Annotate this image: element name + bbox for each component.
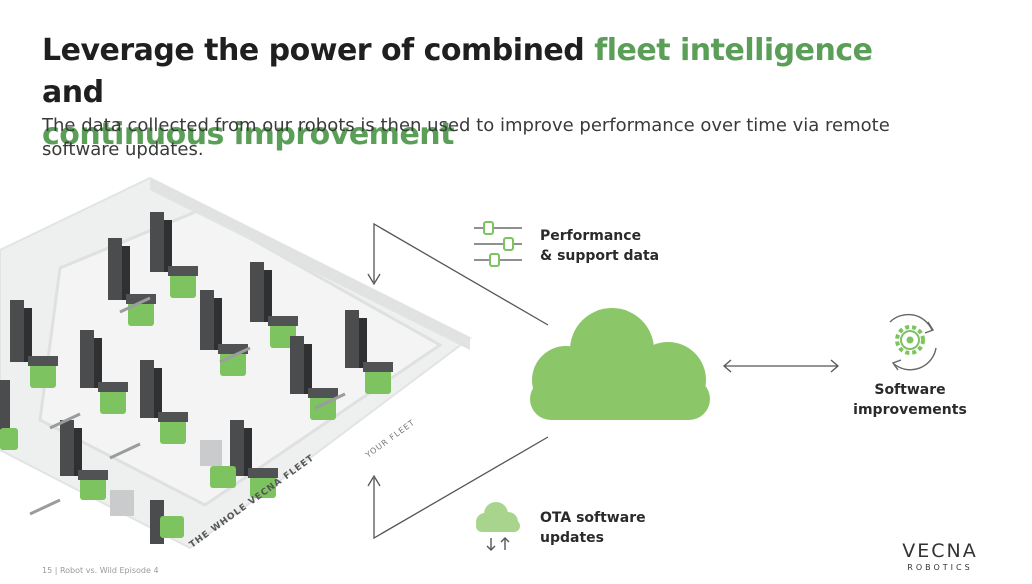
double-arrowhead-right [830, 359, 839, 373]
robot [230, 420, 278, 498]
slide-subtitle: The data collected from our robots is th… [42, 115, 890, 160]
sliders-icon [474, 221, 522, 267]
logo-wordmark: VECNA [902, 540, 978, 562]
robot [10, 300, 58, 388]
robot [108, 238, 156, 326]
download-arrowhead [367, 474, 381, 487]
robot [60, 420, 108, 500]
title-text-2: and [42, 75, 104, 110]
gear-cycle-icon [889, 313, 937, 371]
upload-arrowhead [367, 273, 381, 286]
robot [345, 310, 393, 394]
robot [250, 262, 298, 348]
ota-updates-label: OTA software updates [540, 508, 670, 548]
robot [200, 440, 236, 488]
robot [0, 380, 18, 450]
software-label-line-1: Software [874, 382, 946, 398]
title-text-1: Leverage the power of combined [42, 33, 595, 68]
robot [140, 360, 188, 444]
performance-label-line-2: & support data [540, 248, 660, 264]
warehouse-robots-illustration [0, 176, 472, 550]
title-accent-2: continuous improvement [42, 117, 455, 152]
cloud-icon [530, 308, 710, 420]
performance-data-label: Performance & support data [540, 226, 690, 266]
flow-arrows [367, 222, 839, 540]
ota-label-line-2: updates [540, 530, 604, 546]
title-accent-1: fleet intelligence [594, 33, 873, 68]
software-improvements-label: Software improvements [840, 380, 980, 420]
upload-arrow-line [373, 222, 549, 326]
software-label-line-2: improvements [853, 402, 967, 418]
slide-title: Leverage the power of combined fleet int… [42, 30, 942, 156]
logo-subtext: ROBOTICS [907, 563, 973, 572]
ota-label-line-1: OTA software [540, 510, 646, 526]
robot [110, 490, 184, 544]
vecna-logo: VECNA ROBOTICS [880, 540, 1000, 574]
fleet-label-inner: YOUR FLEET [363, 418, 417, 460]
robot-forks [29, 296, 346, 516]
double-arrowhead-left [723, 359, 732, 373]
robot [150, 212, 198, 298]
robot [80, 330, 128, 414]
slide-footer: 15 | Robot vs. Wild Episode 4 [42, 566, 159, 575]
download-arrow-line [373, 436, 549, 540]
cloud-download-icon [476, 502, 520, 551]
performance-label-line-1: Performance [540, 228, 642, 244]
